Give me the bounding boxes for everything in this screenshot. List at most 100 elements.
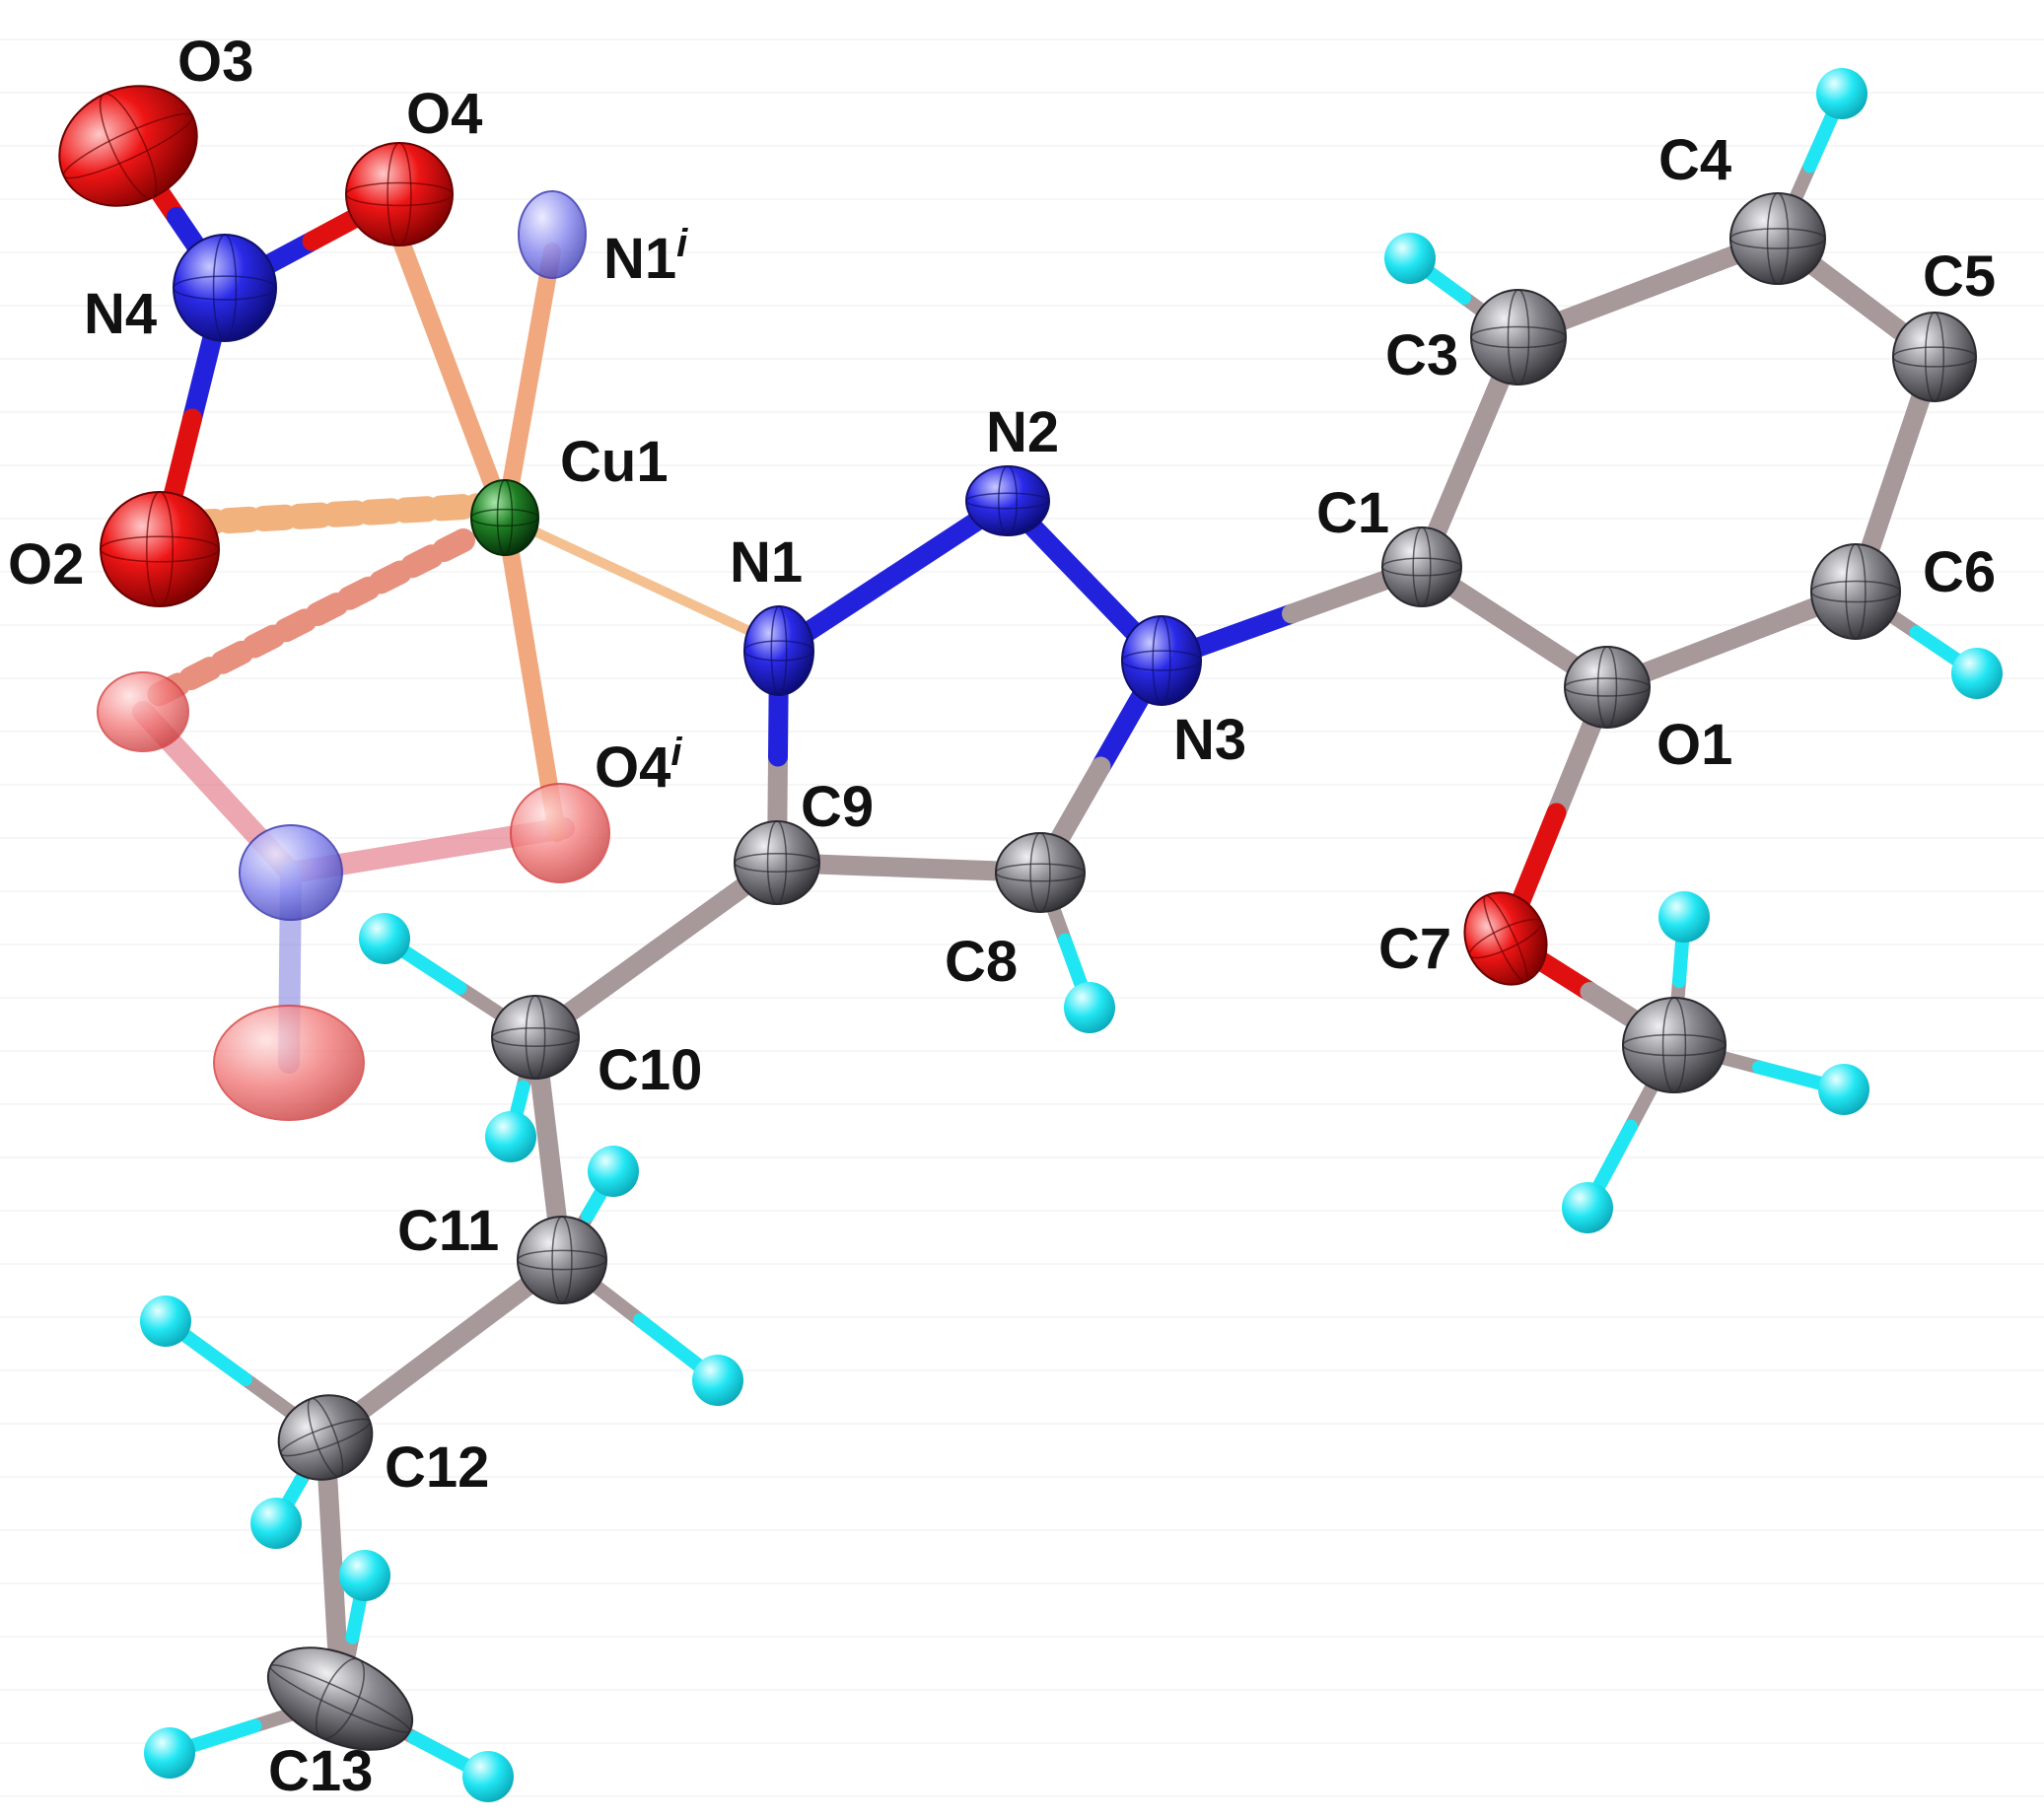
principal-ellipse	[1483, 894, 1528, 983]
atom-O2	[100, 491, 220, 607]
principal-ellipse	[1810, 580, 1901, 603]
principal-ellipse	[1925, 312, 1944, 402]
hydrogen-atom	[250, 1498, 302, 1549]
atom-O1	[1463, 891, 1548, 986]
label-C5: C6	[1923, 540, 1996, 604]
atom-ellipsoid	[1892, 312, 1977, 402]
label-C10: C10	[598, 1038, 702, 1102]
principal-ellipse	[146, 491, 174, 607]
atom-C1	[1381, 526, 1462, 607]
principal-ellipse	[734, 853, 820, 873]
atom-C4	[1892, 312, 1977, 402]
background-gridlines	[0, 38, 2044, 1797]
atom-ellipsoid	[345, 142, 454, 246]
atom-C2	[1470, 289, 1567, 385]
atom-ellipsoid	[1729, 192, 1826, 285]
atom-C8	[995, 832, 1086, 913]
principal-ellipse	[525, 995, 546, 1080]
heavy-atoms	[58, 85, 1977, 1751]
cu-n1i-bond	[496, 243, 561, 526]
atom-C10	[491, 995, 580, 1080]
principal-ellipse	[173, 275, 277, 301]
atom-ellipsoid	[1564, 646, 1651, 729]
label-N1: N1	[730, 530, 803, 595]
principal-ellipse	[517, 1249, 607, 1271]
label-N3: N3	[1173, 708, 1246, 772]
principal-ellipse	[965, 492, 1050, 510]
atom-N2	[965, 465, 1050, 536]
weak-contacts	[146, 492, 511, 707]
hydrogen-atom	[1562, 1182, 1613, 1233]
principal-ellipse	[99, 93, 158, 199]
atom-ellipsoid	[1463, 891, 1548, 986]
atom-ellipsoid	[1381, 526, 1462, 607]
principal-ellipse	[1661, 997, 1687, 1093]
atom-C3	[1729, 192, 1826, 285]
atom-ellipsoid	[995, 832, 1086, 913]
atom-C11	[517, 1216, 607, 1304]
atom-ellipsoid	[1622, 997, 1727, 1093]
atom-C6	[1564, 646, 1651, 729]
principal-ellipse	[1470, 325, 1567, 349]
hydrogen-atom	[1951, 648, 2003, 699]
hydrogen-atom	[359, 913, 410, 964]
hydrogen-atom	[1064, 982, 1115, 1033]
label-O2: O2	[8, 532, 84, 596]
principal-ellipse	[1121, 650, 1202, 671]
label-C8: C8	[945, 930, 1018, 994]
hydrogen-atom	[1658, 891, 1710, 943]
cu-o4-bond	[376, 188, 514, 526]
atom-ellipsoid	[491, 995, 580, 1080]
symmetry-atoms	[97, 190, 610, 1121]
label-C13: C13	[268, 1739, 373, 1803]
principal-ellipse	[307, 1397, 344, 1478]
hydrogen-atom	[339, 1550, 390, 1601]
atom-O3	[58, 85, 198, 207]
label-O4: O4	[406, 82, 482, 146]
sym-o4i-atom	[510, 783, 610, 883]
principal-ellipse	[62, 112, 194, 179]
principal-ellipse	[995, 863, 1086, 882]
principal-ellipse	[1596, 646, 1618, 729]
atom-labels: O3 O4 N1i N4 Cu1 N2 O2 N1 O4i N3 C9 C8 C…	[8, 30, 1996, 1803]
label-C3: C4	[1658, 128, 1731, 192]
label-O4i: O4i	[595, 731, 682, 800]
weak-contact-cu-symo2	[146, 528, 475, 707]
hydrogen-atom	[140, 1295, 191, 1347]
principal-ellipse	[1729, 228, 1826, 249]
principal-ellipse	[743, 640, 814, 662]
principal-ellipse	[770, 605, 788, 696]
atom-ellipsoid	[173, 234, 277, 342]
principal-ellipse	[269, 1664, 411, 1733]
atom-ellipsoid	[1810, 543, 1901, 640]
label-C1: C1	[1316, 481, 1389, 545]
hydrogen-atom	[588, 1146, 639, 1197]
atom-ellipsoid	[100, 491, 220, 607]
coordination-bonds	[376, 188, 754, 842]
atom-C12	[277, 1394, 374, 1481]
principal-ellipse	[100, 535, 220, 563]
principal-ellipse	[1564, 677, 1651, 697]
label-C9: C9	[801, 775, 874, 839]
principal-ellipse	[1381, 557, 1462, 577]
label-C2: C3	[1385, 323, 1458, 387]
principal-ellipse	[551, 1216, 573, 1304]
label-O3: O3	[177, 30, 253, 94]
atom-ellipsoid	[1470, 289, 1567, 385]
label-C4: C5	[1923, 245, 1996, 309]
hydrogen-atom	[462, 1751, 514, 1802]
atom-ellipsoid	[1121, 615, 1202, 706]
principal-ellipse	[491, 1027, 580, 1047]
principal-ellipse	[345, 181, 454, 207]
principal-ellipse	[1622, 1033, 1727, 1057]
principal-ellipse	[766, 820, 788, 905]
atom-N1	[743, 605, 814, 696]
principal-ellipse	[1468, 918, 1543, 959]
hydrogen-atoms	[140, 68, 2003, 1802]
hydrogen-atom	[144, 1727, 195, 1779]
principal-ellipse	[280, 1418, 371, 1457]
principal-ellipse	[387, 142, 412, 246]
principal-ellipse	[1766, 192, 1790, 285]
atom-C13	[266, 1646, 414, 1751]
